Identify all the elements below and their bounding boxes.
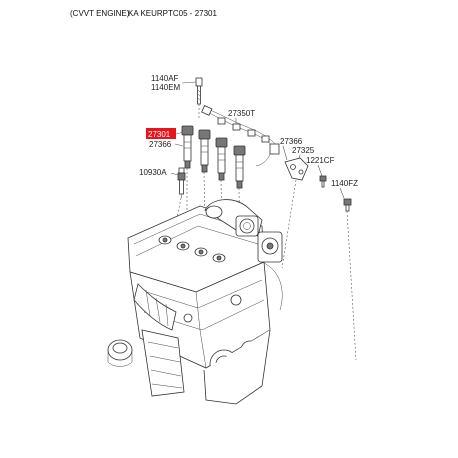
- engine-assembly: [107, 199, 283, 405]
- wiring-harness-27350t[interactable]: [201, 105, 280, 167]
- ignition-coil-1[interactable]: [181, 125, 194, 169]
- callout-27366-right[interactable]: 27366: [280, 137, 303, 146]
- highlight-box-27301: [146, 128, 176, 139]
- ignition-coil-3[interactable]: [215, 137, 228, 181]
- callout-1140af[interactable]: 1140AF: [151, 74, 179, 83]
- leader-1140fz: [339, 187, 345, 199]
- bolt-1140fz[interactable]: [343, 198, 352, 212]
- spark-plug-10930a[interactable]: [177, 167, 186, 198]
- ignition-coil-4[interactable]: [233, 145, 246, 189]
- callout-27301[interactable]: 27301: [148, 130, 171, 139]
- guide-1140fz: [346, 210, 357, 361]
- bolt-1221cf[interactable]: [319, 175, 327, 188]
- header-reference: KA KEURPTC05 - 27301: [128, 9, 217, 18]
- callout-1140em[interactable]: 1140EM: [151, 83, 181, 92]
- bolt-1140af[interactable]: [195, 77, 203, 105]
- bracket-27325[interactable]: [284, 157, 309, 181]
- ignition-coil-2[interactable]: [198, 129, 211, 173]
- callout-1221cf[interactable]: 1221CF: [306, 156, 335, 165]
- leader-1221cf: [317, 164, 323, 177]
- callout-1140fz[interactable]: 1140FZ: [331, 179, 358, 188]
- callout-10930a[interactable]: 10930A: [139, 168, 167, 177]
- callout-27366-left[interactable]: 27366: [149, 140, 172, 149]
- callout-27350t[interactable]: 27350T: [228, 109, 255, 118]
- header-title: (CVVT ENGINE): [70, 9, 130, 18]
- callout-27325[interactable]: 27325: [292, 146, 315, 155]
- guide-bracket: [281, 179, 297, 269]
- leader-27366-left: [174, 143, 184, 147]
- leader-1140af: [181, 81, 197, 84]
- leader-10930a: [170, 172, 179, 176]
- leader-27366-right: [282, 145, 288, 161]
